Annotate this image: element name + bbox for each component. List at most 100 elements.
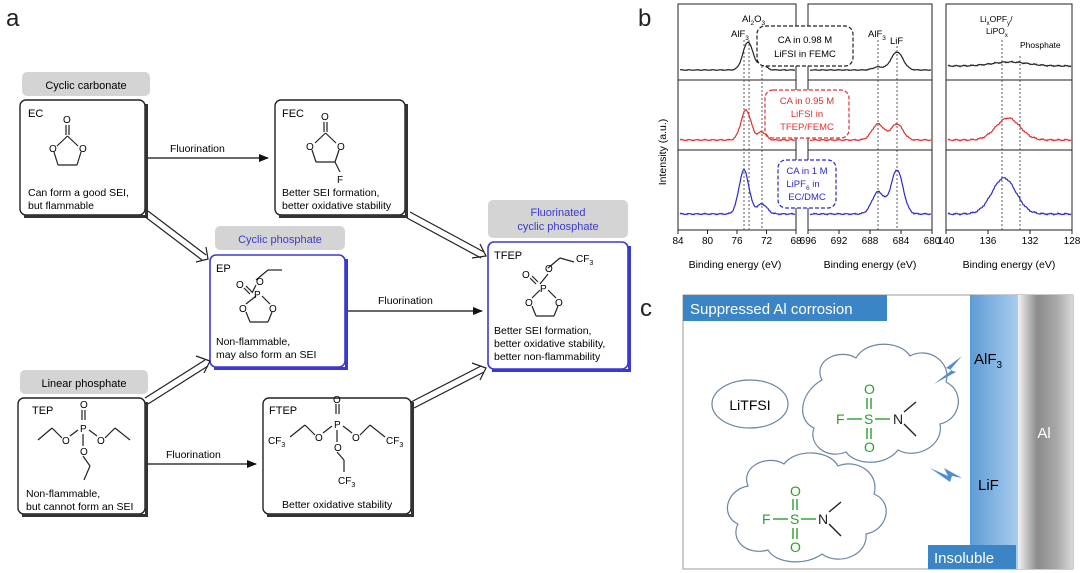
panel-label-a: a	[6, 5, 20, 32]
ftep-name: FTEP	[269, 405, 297, 417]
tfep-structure	[529, 257, 575, 317]
tick-label: 140	[938, 236, 955, 247]
svg-text:O: O	[525, 298, 533, 309]
tick-label: 688	[862, 236, 879, 247]
tick-label: 132	[1022, 236, 1039, 247]
panel-label-c: c	[640, 295, 652, 322]
spectrum-line	[679, 168, 796, 216]
svg-text:O: O	[239, 304, 247, 315]
svg-text:F: F	[337, 175, 343, 186]
svg-text:LiF: LiF	[890, 36, 903, 47]
spectrum-line	[947, 176, 1072, 216]
tick-label: 84	[672, 236, 684, 247]
spectrum-line	[947, 60, 1072, 68]
xps-reference-lines	[743, 40, 1021, 230]
svg-text:O: O	[63, 115, 71, 126]
spectrum-line	[679, 41, 796, 72]
tep-desc-1: Non-flammable,	[26, 488, 100, 500]
tep-desc-2: but cannot form an SEI	[26, 501, 133, 513]
spectrum-line	[809, 169, 932, 216]
svg-text:Cyclic phosphate: Cyclic phosphate	[238, 234, 322, 246]
svg-text:O: O	[80, 400, 88, 411]
fec-desc-1: Better SEI formation,	[282, 187, 379, 199]
svg-text:CF3: CF3	[268, 436, 285, 449]
svg-text:O: O	[269, 304, 277, 315]
xps-xlabel-1: Binding energy (eV)	[689, 259, 782, 271]
svg-text:S: S	[790, 511, 799, 527]
svg-text:O: O	[256, 277, 264, 288]
svg-text:O: O	[79, 144, 87, 155]
svg-text:P: P	[80, 424, 87, 435]
svg-text:N: N	[893, 411, 903, 427]
tep-box: TEP O P O O O Non-flammable, but cannot …	[17, 397, 148, 517]
tfep-desc-1: Better SEI formation,	[494, 325, 591, 337]
spectrum-line	[809, 51, 932, 72]
al-layer	[1018, 295, 1073, 569]
arrow-ep-tfep: Fluorination	[348, 295, 483, 315]
alf3-label: AlF3	[974, 351, 1003, 371]
panel-label-b: b	[638, 5, 651, 32]
svg-text:LiPOx: LiPOx	[986, 26, 1008, 39]
svg-text:O: O	[864, 439, 875, 455]
svg-text:O: O	[545, 264, 553, 275]
header-linear-phosphate: Linear phosphate	[20, 370, 148, 394]
fsi-anion-1: O F S O N	[836, 381, 917, 455]
double-arrow-tep-ep	[144, 355, 211, 405]
svg-text:Cyclic carbonate: Cyclic carbonate	[45, 80, 126, 92]
banner	[683, 295, 887, 321]
tfep-name: TFEP	[494, 250, 522, 262]
tfep-desc-2: better oxidative stability,	[494, 338, 605, 350]
svg-text:P: P	[334, 420, 341, 431]
xps-spectra	[679, 41, 1072, 216]
lightning-icon	[934, 356, 962, 384]
corrosion-scheme: Suppressed Al corrosion LiTFSI O F S O N	[682, 294, 1074, 570]
ep-box: EP O O P O O Non-flammable, may also for…	[209, 254, 348, 370]
spectrum-line	[679, 108, 796, 142]
ftep-structure	[289, 404, 386, 472]
svg-text:O: O	[334, 443, 342, 454]
xps-ylabel: Intensity (a.u.)	[657, 119, 669, 186]
svg-text:O: O	[62, 436, 70, 447]
svg-text:EC/DMC: EC/DMC	[788, 192, 826, 203]
svg-text:LiFSI in: LiFSI in	[791, 109, 823, 120]
tfep-desc-3: better non-flammability	[494, 351, 601, 363]
svg-text:Fluorination: Fluorination	[166, 449, 221, 461]
svg-text:TFEP/FEMC: TFEP/FEMC	[780, 122, 834, 133]
xps-xlabel-3: Binding energy (eV)	[963, 259, 1056, 271]
tep-structure	[37, 410, 131, 481]
header-fluorinated-cyclic-phosphate: Fluorinated cyclic phosphate	[488, 200, 628, 238]
tick-label: 68	[790, 236, 802, 247]
svg-text:CA in 0.98 M: CA in 0.98 M	[778, 35, 832, 46]
ec-box: EC O O O Can form a good SEI, but flamma…	[19, 99, 148, 218]
svg-text:Linear phosphate: Linear phosphate	[41, 378, 126, 390]
tfep-box: TFEP O O P O O CF3 Better SEI formation,…	[487, 241, 631, 372]
svg-text:O: O	[321, 112, 329, 123]
fec-name: FEC	[282, 108, 304, 120]
fec-box: FEC O O O F Better SEI formation, better…	[274, 99, 408, 218]
svg-text:O: O	[522, 270, 530, 281]
svg-text:S: S	[864, 411, 873, 427]
double-arrow-ec-ep	[143, 210, 209, 263]
svg-text:AlF3: AlF3	[731, 29, 749, 42]
litfsi-label: LiTFSI	[729, 397, 770, 413]
svg-text:O: O	[315, 433, 323, 444]
lif-label: LiF	[978, 477, 999, 494]
svg-text:O: O	[790, 539, 801, 555]
tick-label: 136	[980, 236, 997, 247]
svg-text:Al2O3: Al2O3	[742, 14, 765, 27]
callout-red: CA in 0.95 M LiFSI in TFEP/FEMC	[764, 89, 850, 139]
insoluble-label: Insoluble	[934, 550, 994, 567]
svg-text:Fluorination: Fluorination	[170, 143, 225, 155]
ep-desc-1: Non-flammable,	[216, 336, 290, 348]
svg-text:LiPF6 in: LiPF6 in	[786, 179, 819, 192]
ec-structure	[53, 125, 82, 166]
svg-text:P: P	[254, 290, 261, 301]
svg-text:O: O	[352, 433, 360, 444]
cloud-2	[726, 452, 887, 563]
header-cyclic-carbonate: Cyclic carbonate	[22, 72, 150, 96]
svg-text:Fluorination: Fluorination	[378, 295, 433, 307]
ec-desc-1: Can form a good SEI,	[28, 187, 129, 199]
svg-text:O: O	[333, 395, 341, 406]
cloud-1	[802, 343, 959, 463]
svg-text:F: F	[836, 411, 845, 427]
